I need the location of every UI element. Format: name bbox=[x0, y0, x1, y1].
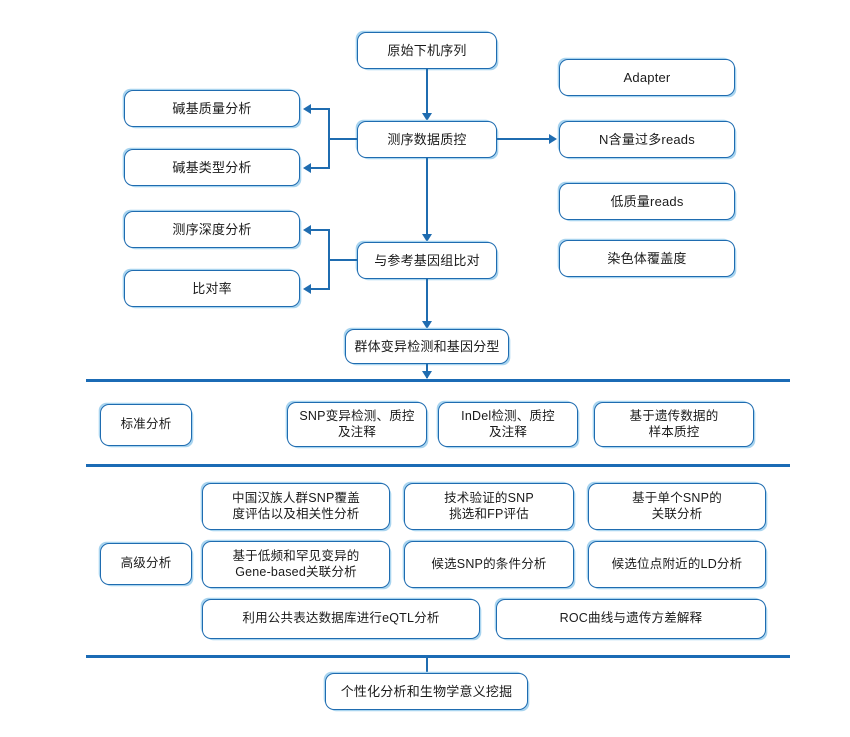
node-adv-ld-analysis[interactable]: 候选位点附近的LD分析 bbox=[588, 541, 766, 588]
node-advanced-analysis-label-box[interactable]: 高级分析 bbox=[100, 543, 192, 585]
arrowhead-qc-to-base-type bbox=[303, 163, 311, 173]
node-std-snp-calling[interactable]: SNP变异检测、质控 及注释 bbox=[287, 402, 427, 447]
node-base-type-analysis[interactable]: 碱基类型分析 bbox=[124, 149, 300, 186]
node-adv-conditional-analysis[interactable]: 候选SNP的条件分析 bbox=[404, 541, 574, 588]
node-adv-roc-analysis[interactable]: ROC曲线与遗传方差解释 bbox=[496, 599, 766, 639]
node-advanced-analysis-label: 高级分析 bbox=[120, 556, 172, 571]
connector-qc-to-base-quality bbox=[311, 108, 330, 110]
arrowhead-align-to-depth bbox=[303, 225, 311, 235]
node-adv-single-snp-association-label: 基于单个SNP的 关联分析 bbox=[632, 491, 722, 521]
node-adv-ld-analysis-label: 候选位点附近的LD分析 bbox=[611, 556, 743, 571]
node-adv-eqtl-analysis[interactable]: 利用公共表达数据库进行eQTL分析 bbox=[202, 599, 480, 639]
node-align-reference-genome-label: 与参考基因组比对 bbox=[374, 252, 480, 268]
node-sequencing-qc[interactable]: 测序数据质控 bbox=[357, 121, 497, 158]
connector-qc-to-align bbox=[426, 158, 428, 236]
node-sequencing-depth-analysis-label: 测序深度分析 bbox=[172, 221, 252, 237]
node-population-variant-genotyping-label: 群体变异检测和基因分型 bbox=[354, 338, 500, 354]
arrowhead-raw-to-qc bbox=[422, 113, 432, 121]
connector-align-to-rate bbox=[311, 288, 330, 290]
node-high-n-reads[interactable]: N含量过多reads bbox=[559, 121, 735, 158]
node-adv-single-snp-association[interactable]: 基于单个SNP的 关联分析 bbox=[588, 483, 766, 530]
connector-qc-left-stub bbox=[328, 138, 358, 140]
node-base-quality-analysis[interactable]: 碱基质量分析 bbox=[124, 90, 300, 127]
node-standard-analysis-label-box[interactable]: 标准分析 bbox=[100, 404, 192, 446]
node-adv-gene-based-association-label: 基于低频和罕见变异的 Gene-based关联分析 bbox=[232, 549, 360, 579]
node-std-indel-calling-label: InDel检测、质控 及注释 bbox=[461, 409, 555, 439]
connector-qc-left-spine bbox=[328, 109, 330, 169]
node-adapter[interactable]: Adapter bbox=[559, 59, 735, 96]
node-sequencing-qc-label: 测序数据质控 bbox=[387, 131, 467, 147]
arrowhead-align-to-rate bbox=[303, 284, 311, 294]
arrowhead-qc-to-align bbox=[422, 234, 432, 242]
connector-align-left-spine bbox=[328, 230, 330, 290]
node-std-snp-calling-label: SNP变异检测、质控 及注释 bbox=[299, 409, 415, 439]
node-personalized-analysis[interactable]: 个性化分析和生物学意义挖掘 bbox=[325, 673, 528, 710]
node-adv-tech-validation[interactable]: 技术验证的SNP 挑选和FP评估 bbox=[404, 483, 574, 530]
node-adv-han-snp-coverage-label: 中国汉族人群SNP覆盖 度评估以及相关性分析 bbox=[232, 491, 360, 521]
connector-raw-to-qc bbox=[426, 69, 428, 115]
node-chromosome-coverage[interactable]: 染色体覆盖度 bbox=[559, 240, 735, 277]
node-alignment-rate-label: 比对率 bbox=[192, 280, 232, 296]
node-low-quality-reads[interactable]: 低质量reads bbox=[559, 183, 735, 220]
node-std-sample-qc[interactable]: 基于遗传数据的 样本质控 bbox=[594, 402, 754, 447]
node-adapter-label: Adapter bbox=[623, 69, 671, 85]
arrowhead-qc-to-base-quality bbox=[303, 104, 311, 114]
connector-qc-to-base-type bbox=[311, 167, 330, 169]
node-base-quality-analysis-label: 碱基质量分析 bbox=[172, 100, 252, 116]
node-align-reference-genome[interactable]: 与参考基因组比对 bbox=[357, 242, 497, 279]
divider-middle bbox=[86, 464, 790, 467]
node-base-type-analysis-label: 碱基类型分析 bbox=[172, 159, 252, 175]
node-adv-tech-validation-label: 技术验证的SNP 挑选和FP评估 bbox=[444, 491, 534, 521]
connector-qc-to-n-reads bbox=[497, 138, 550, 140]
node-chromosome-coverage-label: 染色体覆盖度 bbox=[607, 250, 687, 266]
node-adv-eqtl-analysis-label: 利用公共表达数据库进行eQTL分析 bbox=[242, 611, 440, 626]
node-standard-analysis-label: 标准分析 bbox=[120, 417, 172, 432]
node-raw-sequence-label: 原始下机序列 bbox=[387, 42, 467, 58]
node-population-variant-genotyping[interactable]: 群体变异检测和基因分型 bbox=[345, 329, 509, 364]
connector-align-to-variant bbox=[426, 279, 428, 323]
arrowhead-align-to-variant bbox=[422, 321, 432, 329]
divider-top bbox=[86, 379, 790, 382]
node-high-n-reads-label: N含量过多reads bbox=[599, 131, 695, 147]
divider-bottom bbox=[86, 655, 790, 658]
connector-align-to-depth bbox=[311, 229, 330, 231]
connector-align-left-stub bbox=[328, 259, 358, 261]
node-alignment-rate[interactable]: 比对率 bbox=[124, 270, 300, 307]
connector-to-personalized bbox=[426, 655, 428, 677]
arrowhead-qc-to-n-reads bbox=[549, 134, 557, 144]
node-raw-sequence[interactable]: 原始下机序列 bbox=[357, 32, 497, 69]
node-adv-conditional-analysis-label: 候选SNP的条件分析 bbox=[431, 556, 547, 571]
node-std-sample-qc-label: 基于遗传数据的 样本质控 bbox=[629, 409, 719, 439]
node-adv-han-snp-coverage[interactable]: 中国汉族人群SNP覆盖 度评估以及相关性分析 bbox=[202, 483, 390, 530]
node-adv-gene-based-association[interactable]: 基于低频和罕见变异的 Gene-based关联分析 bbox=[202, 541, 390, 588]
node-personalized-analysis-label: 个性化分析和生物学意义挖掘 bbox=[340, 683, 513, 699]
node-std-indel-calling[interactable]: InDel检测、质控 及注释 bbox=[438, 402, 578, 447]
arrowhead-variant-to-standard bbox=[422, 371, 432, 379]
node-adv-roc-analysis-label: ROC曲线与遗传方差解释 bbox=[559, 611, 703, 626]
node-low-quality-reads-label: 低质量reads bbox=[610, 193, 684, 209]
node-sequencing-depth-analysis[interactable]: 测序深度分析 bbox=[124, 211, 300, 248]
